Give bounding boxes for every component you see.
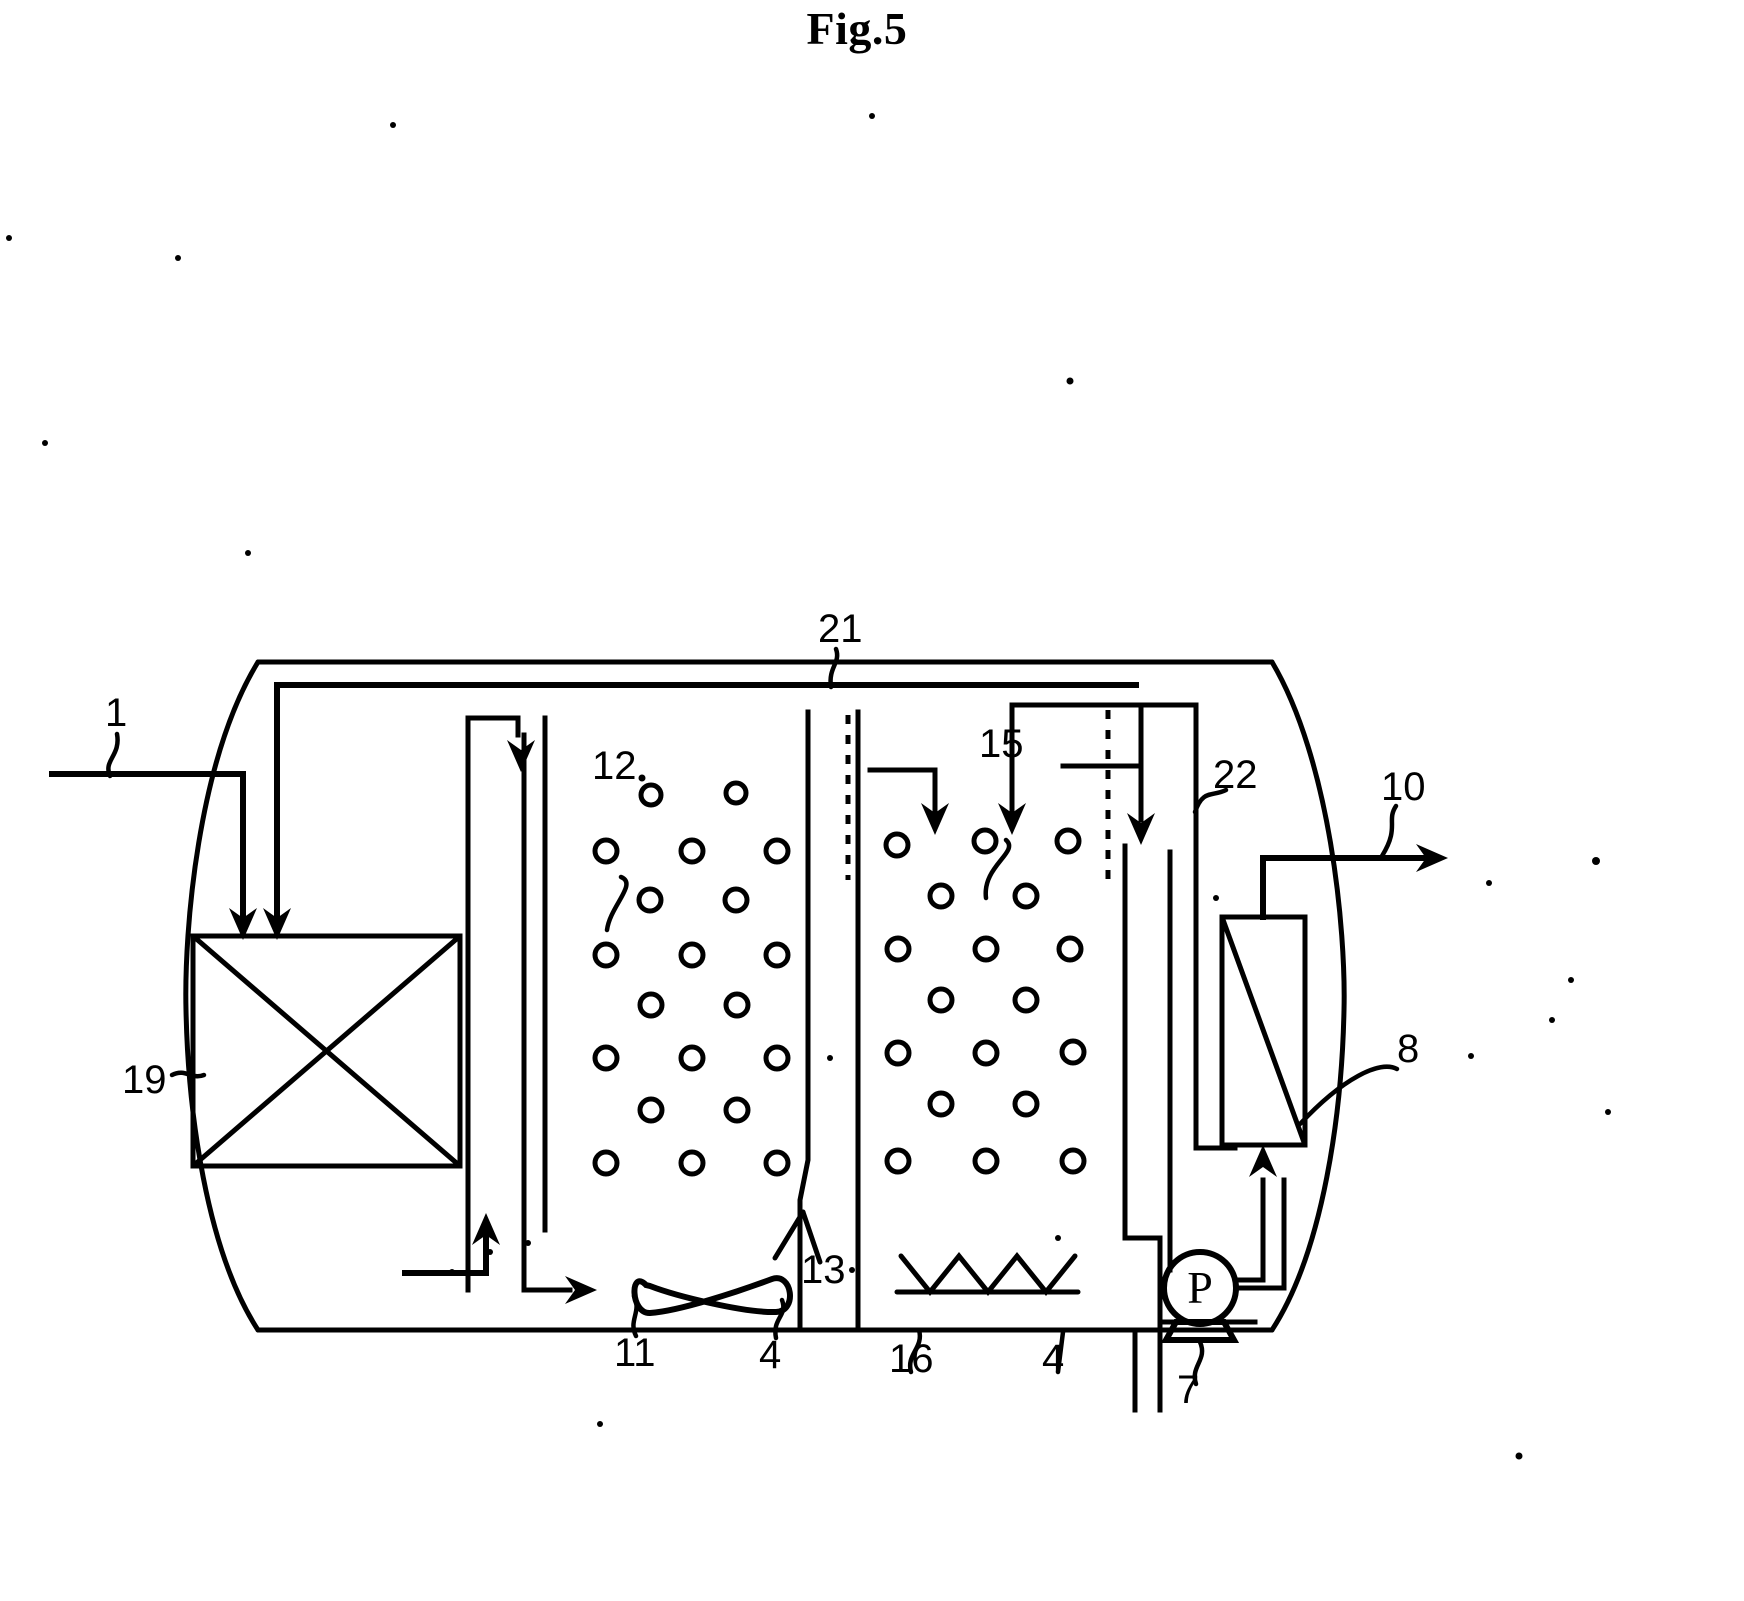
membrane-inlet-line [1237, 1177, 1266, 1283]
inlet-line-1 [49, 771, 246, 928]
label-7: 7 [1177, 1368, 1199, 1412]
membrane-inlet-arrowhead [1249, 1145, 1277, 1177]
chamber2-arrowhead-a [921, 803, 949, 835]
print-specks [6, 113, 1611, 1460]
chamber-11-drafttube [465, 715, 573, 1293]
left-return-arrowhead [472, 1213, 500, 1245]
label-10: 10 [1381, 765, 1426, 809]
header-pipe-21 [274, 682, 1139, 928]
partition-wall-13 [797, 709, 861, 1333]
propeller-mixer-4 [631, 1275, 793, 1316]
figure-title-text: Fig.5 [806, 3, 908, 54]
label-11: 11 [614, 1331, 656, 1375]
label-19: 19 [122, 1058, 167, 1102]
label-13: 13 [801, 1248, 846, 1292]
air-diffuser-16 [894, 1252, 1081, 1296]
dotted-guides [845, 710, 1111, 890]
inlet-arrowhead [229, 908, 257, 940]
label-22: 22 [1213, 753, 1258, 797]
outlet-arrowhead-10 [1416, 844, 1448, 872]
left-return-pipe [402, 1225, 489, 1276]
pump-7: P [1160, 1249, 1240, 1343]
label-15: 15 [979, 722, 1024, 766]
label-21: 21 [818, 607, 863, 651]
label-16: 16 [889, 1337, 934, 1381]
chamber2-arrowhead-b [998, 803, 1026, 835]
pump-discharge-line [1233, 1177, 1287, 1291]
label-8: 8 [1397, 1027, 1419, 1071]
outlet-line-10 [1260, 855, 1435, 920]
label-1: 1 [105, 691, 127, 735]
leader-13 [772, 1209, 823, 1265]
filter-box-19 [190, 933, 463, 1169]
drafttube-right-arrowhead [565, 1276, 597, 1304]
membrane-module-8 [1219, 914, 1308, 1148]
circulation-pipe-22 [1122, 702, 1199, 1273]
chamber-15-piping [867, 702, 1199, 823]
header-pipe-arrowhead [263, 908, 291, 940]
label-4-left: 4 [759, 1333, 781, 1377]
figure-title: Fig.5 [0, 2, 1744, 55]
bubbles-left-chamber [592, 780, 791, 1177]
pump-symbol-label: P [1187, 1262, 1213, 1313]
label-12: 12 [592, 744, 637, 788]
label-4-right: 4 [1042, 1337, 1064, 1381]
bubbles-right-chamber [883, 827, 1087, 1175]
vessel-shell [183, 659, 1347, 1333]
chamber2-arrowhead-c [1127, 813, 1155, 845]
drafttube-down-arrowhead [507, 740, 535, 772]
leader-lines [106, 646, 1400, 1387]
